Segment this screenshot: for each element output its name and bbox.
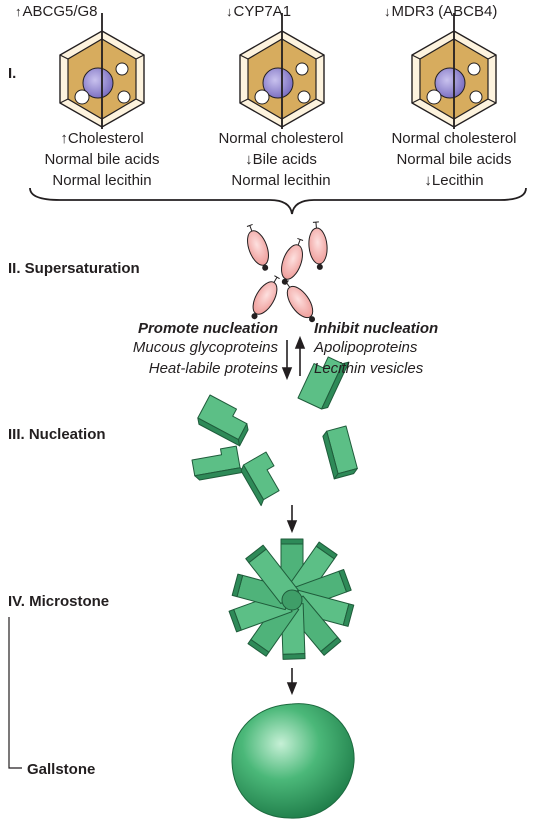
up-arrow-icon: ↑ [15, 4, 22, 19]
lecithin-status: Lecithin [431, 172, 484, 189]
down-arrow-icon: ↓ [226, 4, 233, 19]
hepatocyte-abcg5 [59, 12, 145, 130]
arrow-to-gallstone [286, 668, 298, 696]
stage-label-i: I. [8, 65, 17, 82]
hepatocyte-cyp7a1 [239, 12, 325, 130]
up-arrow-icon: ↑ [60, 130, 68, 147]
gene-name: ABCG5/G8 [22, 3, 98, 20]
stage-connector-line [8, 617, 22, 769]
gene-label-cyp7a1: ↓CYP7A1 [226, 3, 291, 20]
promote-item: Mucous glycoproteins [132, 339, 278, 356]
crystal-group [191, 356, 358, 507]
down-arrow-icon: ↓ [245, 151, 253, 168]
bile-acids-status: Normal bile acids [44, 151, 160, 168]
inhibit-item: Lecithin vesicles [314, 360, 424, 377]
arrow-to-microstone [286, 505, 298, 534]
lecithin-status: Normal lecithin [52, 172, 152, 189]
cholesterol-status: Cholesterol [67, 130, 144, 147]
cell-text-mdr3: Normal cholesterol Normal bile acids ↓Le… [369, 128, 539, 191]
bile-acids-status: Normal bile acids [396, 151, 512, 168]
gene-label-abcg5-g8: ↑ABCG5/G8 [15, 3, 98, 20]
inhibit-nucleation-title: Inhibit nucleation [314, 320, 439, 337]
microstone [228, 538, 355, 660]
micelle-cluster [240, 220, 330, 328]
cholesterol-status: Normal cholesterol [218, 130, 344, 147]
curly-brace [29, 187, 527, 215]
promote-item: Heat-labile proteins [148, 360, 278, 377]
cell-text-cyp7a1: Normal cholesterol ↓Bile acids Normal le… [196, 128, 366, 191]
inhibit-nucleation-block: Inhibit nucleation Apolipoproteins Lecit… [314, 320, 438, 379]
nucleation-arrows [281, 335, 306, 381]
bile-acids-status: Bile acids [252, 151, 317, 168]
inhibit-item: Apolipoproteins [314, 339, 418, 356]
gene-label-mdr3: ↓MDR3 (ABCB4) [384, 3, 497, 20]
hepatocyte-mdr3 [411, 12, 497, 130]
cholesterol-status: Normal cholesterol [391, 130, 517, 147]
stage-label-gallstone: Gallstone [27, 761, 96, 778]
down-arrow-icon: ↓ [384, 4, 391, 19]
promote-nucleation-block: Promote nucleation Mucous glycoproteins … [84, 320, 278, 379]
cell-text-abcg5: ↑Cholesterol Normal bile acids Normal le… [17, 128, 187, 191]
lecithin-status: Normal lecithin [231, 172, 331, 189]
gallstone [231, 703, 355, 819]
stage-label-iv: IV. Microstone [8, 593, 110, 610]
gene-name: MDR3 (ABCB4) [391, 3, 498, 20]
promote-nucleation-title: Promote nucleation [137, 320, 278, 337]
gene-name: CYP7A1 [233, 3, 292, 20]
stage-label-iii: III. Nucleation [8, 426, 106, 443]
stage-label-ii: II. Supersaturation [8, 260, 140, 277]
down-arrow-icon: ↓ [424, 172, 432, 189]
